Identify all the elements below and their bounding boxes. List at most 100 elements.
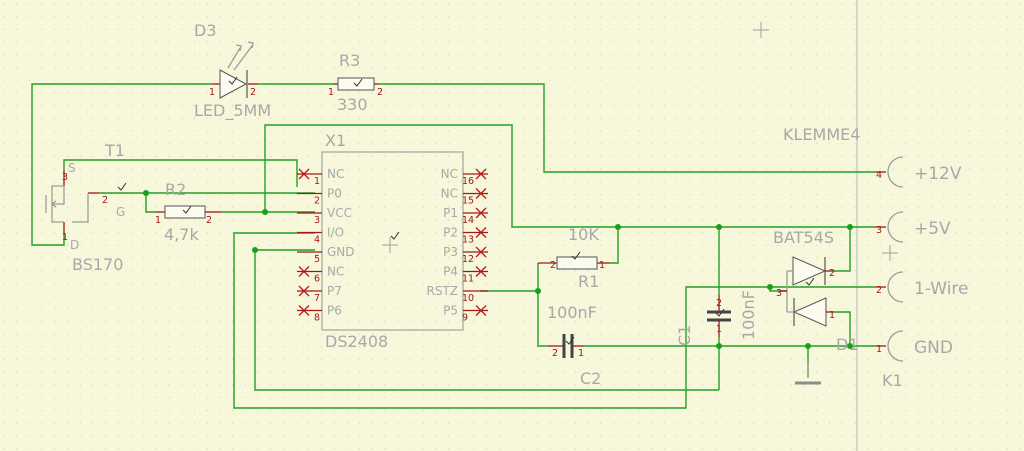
junction-node xyxy=(252,247,258,253)
junction-node xyxy=(805,343,811,349)
mosfet-body-icon xyxy=(45,185,89,223)
r1-pin1-num: 1 xyxy=(599,260,605,271)
t1-pin3-num: 3 xyxy=(62,172,68,183)
t1-terminal-s: S xyxy=(68,161,76,175)
junction-node xyxy=(716,343,722,349)
origin-check-icon xyxy=(353,78,363,87)
no-connect-icon xyxy=(475,246,487,258)
k1-terminal[interactable]: 3+5V xyxy=(876,211,951,243)
c2-value: 100nF xyxy=(547,303,597,322)
x1-pin-num: 14 xyxy=(462,215,474,226)
wire-bat54s-top[interactable] xyxy=(834,227,851,272)
no-connect-icon xyxy=(475,305,487,316)
x1-pin-num: 11 xyxy=(462,274,474,285)
x1-pin-label: NC xyxy=(327,167,344,181)
r1-resistor[interactable]: 10K R1 2 1 xyxy=(538,225,610,291)
d1-bat54s[interactable]: BAT54S D1 2 3 1 xyxy=(773,228,859,354)
junction-node xyxy=(767,284,773,290)
k1-terminal[interactable]: 4 +12V xyxy=(876,156,962,188)
wire-r2-node-branch[interactable] xyxy=(145,193,155,213)
k1-pin-num: 1 xyxy=(876,344,882,355)
led-light-arrows-icon xyxy=(227,41,254,71)
r1-pin2-num: 2 xyxy=(550,260,556,271)
k1-terminal-label: +12V xyxy=(914,164,962,184)
c1-name: C1 xyxy=(675,325,694,346)
x1-pin-label: P3 xyxy=(443,245,458,259)
wire-r3-to-12v[interactable] xyxy=(379,83,876,173)
d3-name: D3 xyxy=(194,21,217,40)
x1-pin-num: 1 xyxy=(314,176,320,187)
ground-icon[interactable] xyxy=(795,362,821,385)
x1-pin-num: 16 xyxy=(462,176,474,187)
wire-vcc-to-5v-rail[interactable] xyxy=(264,124,876,228)
no-connect-icon xyxy=(298,285,310,297)
wire-led-to-transistor-drain[interactable] xyxy=(31,83,212,246)
t1-transistor[interactable]: T1 BS170 S D G 3 1 2 xyxy=(45,141,127,274)
origin-check-icon xyxy=(182,205,192,214)
k1-terminal-label: GND xyxy=(914,338,953,358)
r3-pin2-num: 2 xyxy=(377,87,383,98)
r1-value: 10K xyxy=(568,225,599,244)
x1-value: DS2408 xyxy=(325,332,388,351)
x1-pin-label: P5 xyxy=(443,304,458,318)
c1-capacitor[interactable]: 100nF C1 2 1 xyxy=(675,290,758,346)
wire-io-to-1wire[interactable] xyxy=(233,232,876,409)
x1-pin-label: RSTZ xyxy=(426,284,458,298)
no-connect-icon xyxy=(298,305,310,316)
r2-value: 4,7k xyxy=(164,225,199,244)
k1-origin-cross xyxy=(882,245,898,261)
x1-pin-num: 5 xyxy=(314,254,320,265)
r2-resistor[interactable]: R2 4,7k 1 2 xyxy=(155,180,221,244)
c1-pin1-num: 1 xyxy=(716,324,722,335)
x1-pin-num: 12 xyxy=(462,254,474,265)
terminal-screw-icon xyxy=(887,330,904,362)
no-connect-icon xyxy=(475,207,487,219)
junctions xyxy=(143,190,853,349)
wire-bat54s-bottom[interactable] xyxy=(834,311,851,346)
terminal-screw-icon xyxy=(887,271,904,303)
x1-pin-label: P1 xyxy=(443,206,458,220)
c1-value: 100nF xyxy=(739,290,758,340)
t1-terminal-g: G xyxy=(116,205,125,219)
origin-check-icon xyxy=(117,182,127,191)
r2-pin1-num: 1 xyxy=(155,215,161,226)
x1-pin-label: P6 xyxy=(327,304,342,318)
c2-capacitor[interactable]: 100nF C2 2 1 xyxy=(547,303,601,388)
junction-node xyxy=(847,343,853,349)
no-connect-icon xyxy=(475,266,487,277)
d1-name: D1 xyxy=(836,335,859,354)
led-triangle xyxy=(219,69,248,99)
k1-pin-num: 4 xyxy=(876,170,882,181)
d3-led[interactable]: D3 LED_5MM 1 2 xyxy=(194,21,271,121)
origin-check-icon xyxy=(571,251,581,260)
d1-pin3-num: 3 xyxy=(776,288,782,299)
wire-gnd-to-gnd-rail[interactable] xyxy=(254,249,719,391)
origin-check-icon xyxy=(390,231,400,240)
no-connect-icon xyxy=(475,188,487,199)
x1-pin-num: 7 xyxy=(314,293,320,304)
junction-node xyxy=(535,288,541,294)
k1-name: K1 xyxy=(882,371,903,390)
k1-terminal[interactable]: 1 GND xyxy=(876,330,953,362)
x1-pin-num: 4 xyxy=(314,235,320,246)
no-connect-icon xyxy=(298,266,310,277)
t1-terminal-d: D xyxy=(70,238,79,252)
d1-pin1-num: 1 xyxy=(829,310,835,321)
d3-pin1-num: 1 xyxy=(209,87,215,98)
x1-pin-label: NC xyxy=(441,167,458,181)
r3-value: 330 xyxy=(337,95,368,114)
wire-r1-to-5v[interactable] xyxy=(610,227,619,264)
origin-check-icon xyxy=(805,277,815,286)
x1-name: X1 xyxy=(325,131,346,150)
r3-resistor[interactable]: R3 330 1 2 xyxy=(328,51,383,114)
x1-pin-num: 3 xyxy=(314,215,320,226)
r2-pin2-num: 2 xyxy=(206,215,212,226)
r3-name: R3 xyxy=(339,51,360,70)
d3-pin2-num: 2 xyxy=(250,87,256,98)
